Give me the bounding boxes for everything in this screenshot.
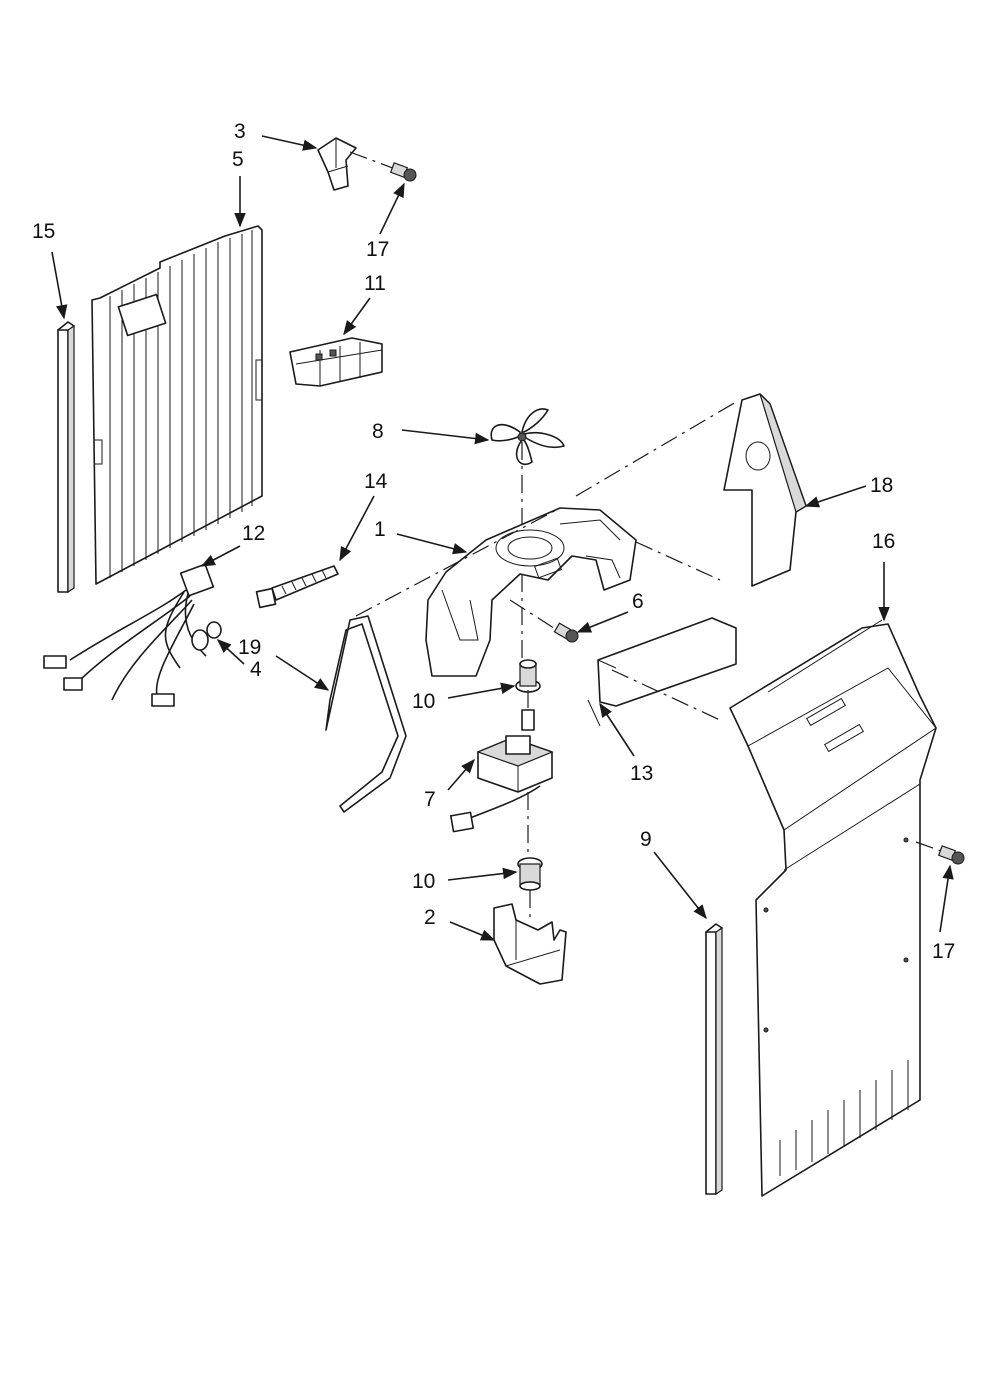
part-1-fan-housing: [425, 507, 637, 677]
part-2-motor-bracket: [493, 903, 567, 985]
leader-arrows: [51, 135, 954, 941]
part-7-fan-motor: [449, 690, 554, 852]
callout-13: 13: [630, 762, 653, 785]
part-6-screw: [509, 599, 579, 643]
callout-2: 2: [424, 906, 436, 929]
callout-14: 14: [364, 470, 388, 493]
part-8-fan-blade: [490, 408, 565, 660]
part-14-cable-tie: [255, 565, 339, 609]
callout-12: 12: [242, 522, 265, 545]
callout-8: 8: [372, 420, 384, 443]
part-13-duct-cover: [587, 541, 737, 727]
callout-6: 6: [632, 590, 644, 613]
callout-18: 18: [870, 474, 893, 497]
callout-10-upper: 10: [412, 690, 435, 713]
part-17-screw-right: [915, 841, 965, 865]
part-9-seal-strip: [705, 923, 723, 1196]
callout-11: 11: [364, 272, 386, 295]
callout-labels: 3 5 15 17 11 8 14 1 18 16 12 6 19 4 10 1…: [32, 120, 955, 963]
part-3-bracket: [317, 137, 357, 191]
callout-5: 5: [232, 148, 244, 171]
callout-17-top: 17: [366, 238, 389, 261]
part-17-screw-top: [349, 151, 417, 182]
callout-4: 4: [250, 658, 262, 681]
part-19-channel: [325, 507, 561, 813]
part-5-evaporator-cover: [91, 225, 263, 585]
callout-3: 3: [234, 120, 246, 143]
part-16-rear-panel: [729, 619, 937, 1197]
part-15-seal-strip: [57, 321, 75, 594]
callout-7: 7: [424, 788, 436, 811]
part-10-grommet-upper: [515, 659, 541, 693]
callout-19: 19: [238, 636, 261, 659]
callout-10-lower: 10: [412, 870, 435, 893]
part-18-baffle: [575, 393, 807, 587]
callout-9: 9: [640, 828, 652, 851]
part-12-wire-harness: [43, 563, 222, 707]
callout-1: 1: [374, 518, 386, 541]
part-10-grommet-lower: [517, 857, 543, 920]
callout-17-right: 17: [932, 940, 955, 963]
part-11-damper: [289, 337, 383, 387]
callout-15: 15: [32, 220, 55, 243]
callout-16: 16: [872, 530, 895, 553]
